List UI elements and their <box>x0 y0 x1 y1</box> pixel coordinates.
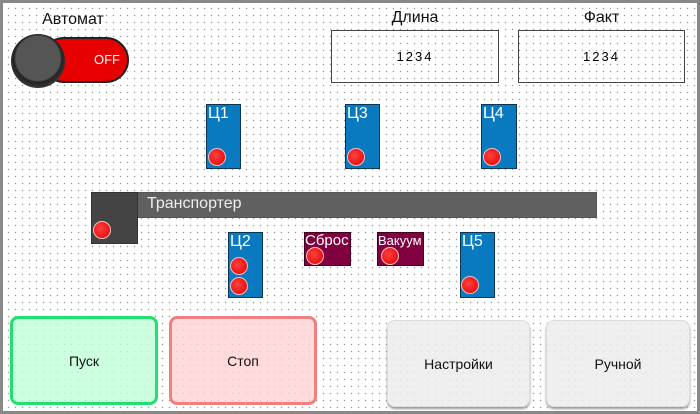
auto-toggle[interactable]: OFF <box>11 34 129 88</box>
lamp-icon <box>230 277 248 295</box>
auto-label: Автомат <box>42 11 104 28</box>
hmi-screen: Автомат OFF Длина 1234 Факт 1234 Ц1 Ц3 Ц… <box>3 3 697 411</box>
lamp-icon <box>208 148 226 166</box>
lamp-icon <box>347 148 365 166</box>
lamp-icon <box>483 148 501 166</box>
settings-button[interactable]: Настройки <box>387 320 530 407</box>
lamp-icon <box>381 247 399 265</box>
cylinder-3[interactable]: Ц3 <box>345 104 380 169</box>
conveyor-bar[interactable]: Транспортер <box>91 192 597 218</box>
vacuum-valve[interactable]: Вакуум <box>377 232 424 266</box>
cylinder-2-label: Ц2 <box>230 233 251 250</box>
cylinder-4-label: Ц4 <box>483 105 504 122</box>
lamp-icon <box>461 276 479 294</box>
stop-button[interactable]: Стоп <box>169 316 317 405</box>
toggle-knob <box>11 34 65 88</box>
fact-field: 1234 <box>518 30 685 83</box>
fact-label: Факт <box>583 9 620 26</box>
cylinder-1[interactable]: Ц1 <box>206 104 241 169</box>
toggle-state: OFF <box>94 52 120 67</box>
reset-valve[interactable]: Сброс <box>304 232 351 266</box>
cylinder-3-label: Ц3 <box>347 105 368 122</box>
vacuum-label: Вакуум <box>378 233 422 248</box>
cylinder-5[interactable]: Ц5 <box>460 232 495 298</box>
length-field[interactable]: 1234 <box>331 30 499 83</box>
cylinder-4[interactable]: Ц4 <box>481 104 517 169</box>
lamp-icon <box>306 247 324 265</box>
cylinder-2[interactable]: Ц2 <box>228 232 263 298</box>
cylinder-1-label: Ц1 <box>208 105 229 122</box>
lamp-icon <box>93 221 111 239</box>
manual-button[interactable]: Ручной <box>546 320 690 407</box>
start-button[interactable]: Пуск <box>10 316 158 405</box>
conveyor-sensor[interactable] <box>91 192 138 244</box>
reset-label: Сброс <box>305 232 349 249</box>
cylinder-5-label: Ц5 <box>462 233 483 250</box>
length-label: Длина <box>391 9 439 26</box>
lamp-icon <box>230 257 248 275</box>
conveyor-label: Транспортер <box>147 195 242 212</box>
